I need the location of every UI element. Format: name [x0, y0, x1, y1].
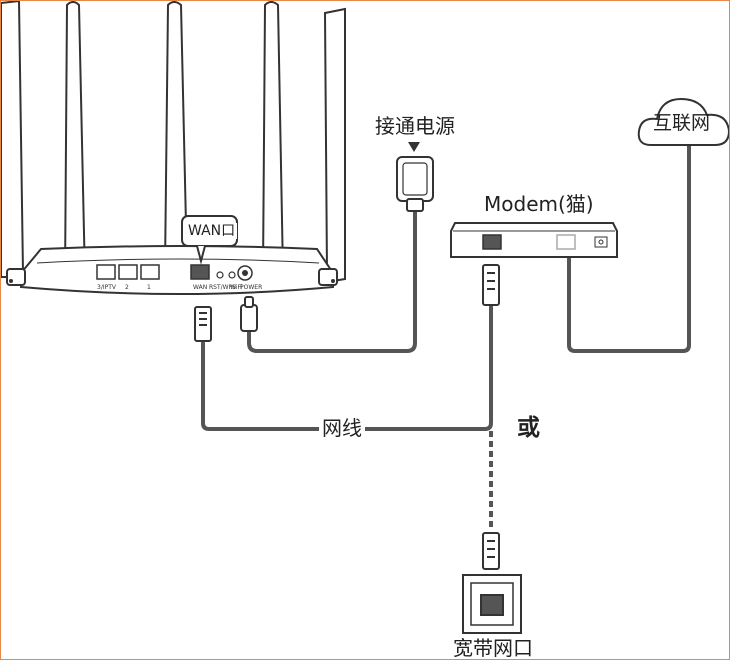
antenna-outer-right: [323, 7, 346, 283]
antenna-outer-left: [1, 1, 25, 278]
wifi-button: [228, 271, 236, 279]
port-label-wifi: WiFi: [230, 284, 243, 291]
port-label-wan: WAN: [193, 284, 208, 291]
antenna-left: [63, 1, 87, 280]
router-foot-left: [6, 268, 26, 286]
label-power: 接通电源: [375, 114, 455, 138]
label-broadband-port: 宽带网口: [453, 636, 533, 660]
port-label-lan1: 1: [147, 284, 151, 291]
lan-port-1: [140, 264, 160, 280]
cable-internet: [567, 143, 691, 353]
port-label-rst: RST/WPS: [209, 284, 237, 291]
power-adapter-icon: [396, 156, 434, 212]
port-label-iptv: 3/IPTV: [97, 284, 116, 291]
wan-port: [190, 264, 210, 280]
port-label-power: POWER: [240, 284, 263, 291]
label-wan-port: WAN口: [186, 223, 238, 239]
modem-icon: [450, 222, 618, 258]
lan-port-3: [96, 264, 116, 280]
label-internet: 互联网: [653, 112, 711, 134]
rst-button: [216, 271, 224, 279]
antenna-mid-right: [261, 1, 285, 274]
port-label-lan2: 2: [125, 284, 129, 291]
router-foot-right: [318, 268, 338, 286]
label-modem: Modem(猫): [484, 192, 594, 216]
label-cable: 网线: [319, 418, 365, 438]
rj45-plug-icon: [194, 264, 500, 570]
label-or: 或: [517, 415, 540, 441]
cable-power: [247, 209, 417, 353]
router-icon: [1, 1, 346, 295]
lan-port-2: [118, 264, 138, 280]
arrow-down-icon: [408, 142, 420, 152]
router-body: [20, 245, 334, 295]
wall-socket-icon: [462, 574, 522, 634]
